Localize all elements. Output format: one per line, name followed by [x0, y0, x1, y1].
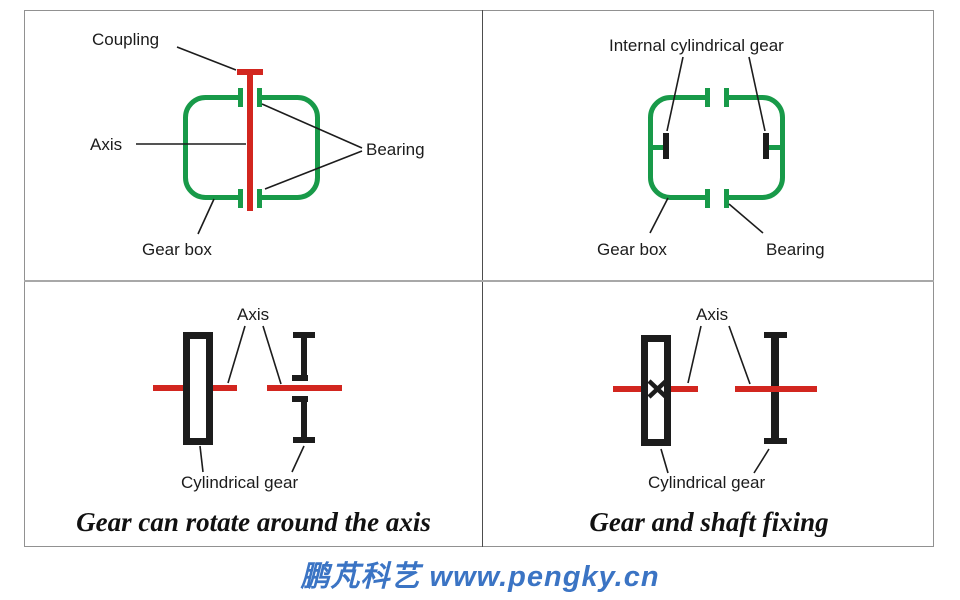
caption-rotating-gear: Gear can rotate around the axis	[76, 507, 431, 537]
bearing-tick	[238, 88, 243, 107]
axis-line-right	[267, 385, 342, 391]
bearing-label-tl: Bearing	[366, 140, 425, 159]
leader-cylindrical-gear-right	[753, 448, 770, 474]
gear-hub-stem-bottom	[301, 396, 307, 443]
axis-line-right	[735, 386, 817, 392]
leader-axis-right	[728, 325, 751, 385]
rotating-gear-diagram	[153, 325, 342, 473]
coupling-bar	[237, 69, 263, 75]
gear-hub-cap-bottom	[293, 437, 315, 443]
leader-bearing-top	[261, 103, 363, 149]
bearing-tick	[257, 88, 262, 107]
gear-box-label-tl: Gear box	[142, 240, 212, 259]
brand-text: 鹏芃科艺	[300, 561, 421, 593]
cylindrical-gear-label-bl: Cylindrical gear	[181, 473, 299, 492]
leader-cylindrical-gear-left	[199, 445, 204, 473]
gear-shaft-cap-top	[764, 332, 787, 338]
gear-shaft-cap-bottom	[764, 438, 787, 444]
axis-shaft	[247, 72, 253, 211]
gearbox-shaft-diagram	[136, 46, 363, 235]
leader-bearing-bottom	[264, 150, 363, 190]
bearing-tick	[724, 88, 729, 107]
leader-axis-left	[227, 325, 246, 384]
axis-label-bl: Axis	[237, 305, 270, 324]
bearing-tick	[705, 88, 710, 107]
bearing-tick	[238, 189, 243, 208]
fixed-gear-diagram	[613, 325, 817, 474]
leader-axis-right	[262, 325, 282, 385]
leader-internal-gear-left	[666, 56, 684, 132]
bearing-gap-top	[710, 92, 724, 102]
cylindrical-gear-rect	[183, 332, 213, 445]
footer-watermark: 鹏芃科艺 www.pengky.cn	[0, 553, 960, 595]
leader-internal-gear-right	[748, 56, 766, 132]
leader-cylindrical-gear-left	[660, 448, 669, 474]
bearing-label-tr: Bearing	[766, 240, 825, 259]
axis-line-left	[613, 386, 643, 392]
vertical-divider	[482, 10, 483, 547]
gear-hub-foot-top	[292, 375, 308, 381]
bearing-tick	[257, 189, 262, 208]
gear-stub-left	[653, 145, 664, 150]
internal-gear-diagram	[648, 56, 785, 234]
leader-bearing	[728, 203, 764, 234]
gear-stub-right	[769, 145, 780, 150]
leader-gear-box	[649, 197, 669, 234]
leader-cylindrical-gear-right	[291, 445, 305, 473]
coupling-label: Coupling	[92, 30, 160, 49]
axis-line-mid	[671, 386, 698, 392]
site-url-text: www.pengky.cn	[429, 561, 660, 593]
caption-fixed-gear: Gear and shaft fixing	[589, 507, 829, 537]
bearing-tick	[705, 189, 710, 208]
bearing-tick	[724, 189, 729, 208]
horizontal-divider	[24, 280, 934, 282]
leader-gear-box	[197, 198, 215, 235]
axis-label-tl: Axis	[90, 135, 123, 154]
cylindrical-gear-label-br: Cylindrical gear	[648, 473, 766, 492]
leader-axis-left	[687, 325, 702, 384]
axis-label-br: Axis	[696, 305, 729, 324]
internal-gear-left	[663, 133, 669, 159]
gear-hub-foot-bottom	[292, 396, 308, 402]
bearing-gap-bottom	[710, 193, 724, 203]
internal-gear-right	[763, 133, 769, 159]
leader-coupling	[176, 46, 237, 71]
gear-box-label-tr: Gear box	[597, 240, 667, 259]
gear-hub-stem-top	[301, 332, 307, 381]
fixing-cross-mark	[647, 379, 668, 399]
internal-gear-label: Internal cylindrical gear	[609, 36, 784, 55]
panel-frame	[24, 10, 934, 547]
